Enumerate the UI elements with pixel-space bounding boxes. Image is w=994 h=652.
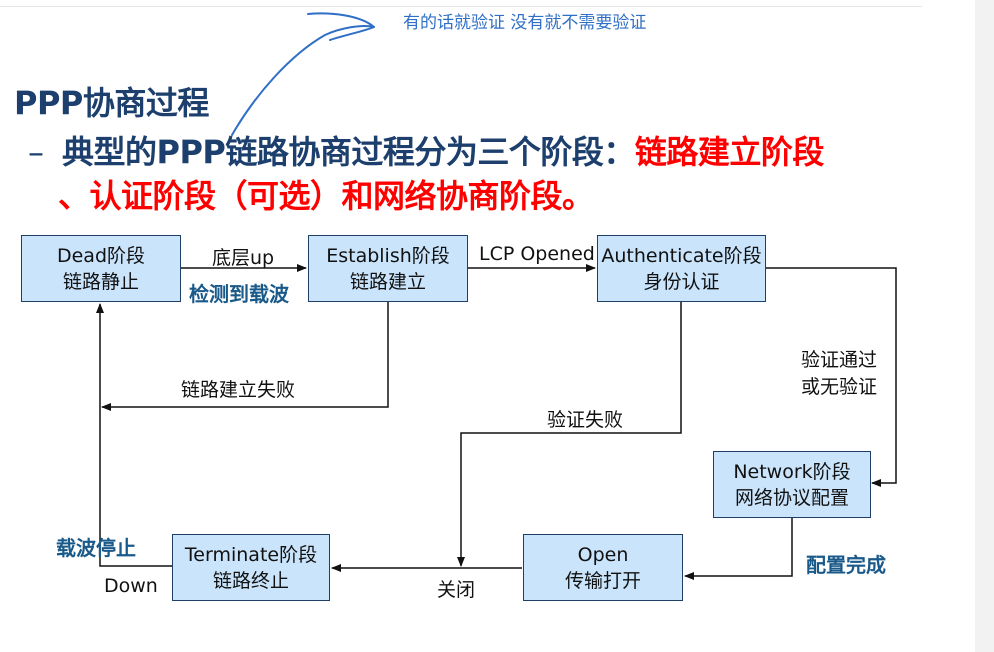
side-panel <box>975 0 994 652</box>
label-establish-fail: 链路建立失败 <box>181 379 296 401</box>
terminate-phase-box: Terminate阶段 链路终止 <box>172 534 330 601</box>
label-auth-pass-1: 验证通过 <box>801 349 878 371</box>
label-carrier-stop: 载波停止 <box>56 536 136 560</box>
arrow-network-to-open <box>684 518 793 580</box>
subtitle: –典型的PPP链路协商过程分为三个阶段：链路建立阶段 、认证阶段（可选）和网络协… <box>28 130 824 218</box>
label-config-done: 配置完成 <box>806 553 886 577</box>
label-close: 关闭 <box>437 579 476 601</box>
label-down: Down <box>104 575 158 597</box>
network-phase-title: Network阶段 <box>733 460 851 483</box>
label-lcp-opened: LCP Opened <box>479 243 595 265</box>
handwritten-note: 有的话就验证 没有就不需要验证 <box>403 13 647 33</box>
annotation-stroke <box>231 12 375 136</box>
arrow-terminate-to-dead <box>96 303 172 567</box>
arrow-auth-fail <box>457 302 682 567</box>
authenticate-phase-title: Authenticate阶段 <box>601 244 762 267</box>
label-bottom-up: 底层up <box>212 247 275 269</box>
label-carrier-detected: 检测到载波 <box>189 282 289 306</box>
establish-phase-title: Establish阶段 <box>326 244 450 267</box>
dead-phase-desc: 链路静止 <box>62 270 139 293</box>
network-phase-box: Network阶段 网络协议配置 <box>713 451 871 518</box>
establish-phase-box: Establish阶段 链路建立 <box>308 235 468 302</box>
label-auth-pass-2: 或无验证 <box>801 376 878 398</box>
establish-phase-desc: 链路建立 <box>349 270 426 293</box>
terminate-phase-desc: 链路终止 <box>212 569 289 592</box>
open-phase-title: Open <box>577 543 629 566</box>
bullet-dash: – <box>28 133 44 171</box>
terminate-phase-title: Terminate阶段 <box>184 543 318 566</box>
subtitle-highlight-2: 、认证阶段（可选）和网络协商阶段。 <box>58 177 594 215</box>
network-phase-desc: 网络协议配置 <box>734 486 849 509</box>
top-divider <box>0 6 922 7</box>
page-title: PPP协商过程 <box>14 84 209 122</box>
arrow-establish-fail <box>101 302 389 411</box>
subtitle-text: 典型的PPP链路协商过程分为三个阶段： <box>62 133 635 171</box>
arrow-authenticate-to-network <box>766 267 897 487</box>
dead-phase-title: Dead阶段 <box>56 244 146 267</box>
subtitle-highlight-1: 链路建立阶段 <box>634 133 825 171</box>
dead-phase-box: Dead阶段 链路静止 <box>21 235 181 302</box>
authenticate-phase-desc: 身份认证 <box>643 270 720 293</box>
label-auth-fail: 验证失败 <box>547 409 624 431</box>
open-phase-box: Open 传输打开 <box>523 534 683 601</box>
open-phase-desc: 传输打开 <box>564 569 641 592</box>
authenticate-phase-box: Authenticate阶段 身份认证 <box>597 235 766 302</box>
